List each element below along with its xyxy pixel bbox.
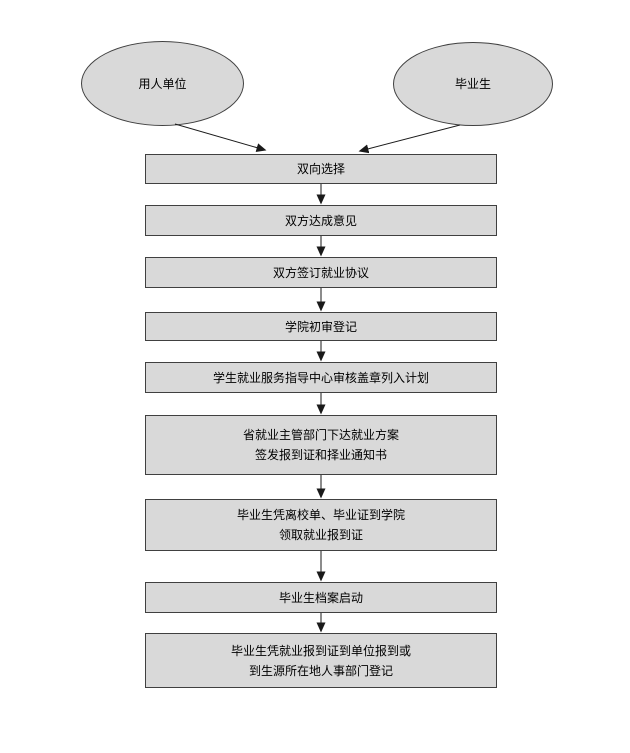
flow-step-label: 学生就业服务指导中心审核盖章列入计划: [212, 370, 429, 385]
flow-step-label: 双方达成意见: [284, 213, 357, 228]
flow-step-sign-employment-agreement: 双方签订就业协议: [145, 257, 497, 288]
flow-step-mutual-selection: 双向选择: [145, 154, 497, 184]
flow-step-archives-activation: 毕业生档案启动: [145, 582, 497, 613]
flow-step-label-line1: 毕业生凭离校单、毕业证到学院: [236, 508, 405, 522]
flow-step-label-line1: 毕业生凭就业报到证到单位报到或: [230, 643, 411, 658]
flow-step-employment-center-review: 学生就业服务指导中心审核盖章列入计划: [145, 362, 497, 393]
start-node-graduate: 毕业生: [393, 42, 553, 126]
start-node-employer: 用人单位: [81, 41, 244, 126]
flow-step-reach-agreement: 双方达成意见: [145, 205, 497, 236]
flow-step-label-line2: 领取就业报到证: [278, 528, 363, 542]
flow-step-report-to-employer: 毕业生凭就业报到证到单位报到或 到生源所在地人事部门登记: [145, 633, 497, 688]
flow-step-label: 毕业生档案启动: [278, 590, 363, 605]
flow-step-college-initial-review: 学院初审登记: [145, 312, 497, 341]
flow-step-label: 学院初审登记: [284, 319, 357, 334]
flow-step-label-line2: 签发报到证和择业通知书: [254, 448, 387, 462]
flow-step-label-line2: 到生源所在地人事部门登记: [248, 663, 393, 678]
flow-step-label: 双向选择: [296, 162, 345, 176]
start-node-graduate-label: 毕业生: [454, 77, 491, 91]
start-node-employer-label: 用人单位: [138, 76, 187, 91]
flow-step-provincial-plan-issuance: 省就业主管部门下达就业方案 签发报到证和择业通知书: [145, 415, 497, 475]
flow-step-label-line1: 省就业主管部门下达就业方案: [242, 428, 399, 442]
flow-step-collect-registration-card: 毕业生凭离校单、毕业证到学院 领取就业报到证: [145, 499, 497, 551]
flow-step-label: 双方签订就业协议: [272, 265, 369, 280]
